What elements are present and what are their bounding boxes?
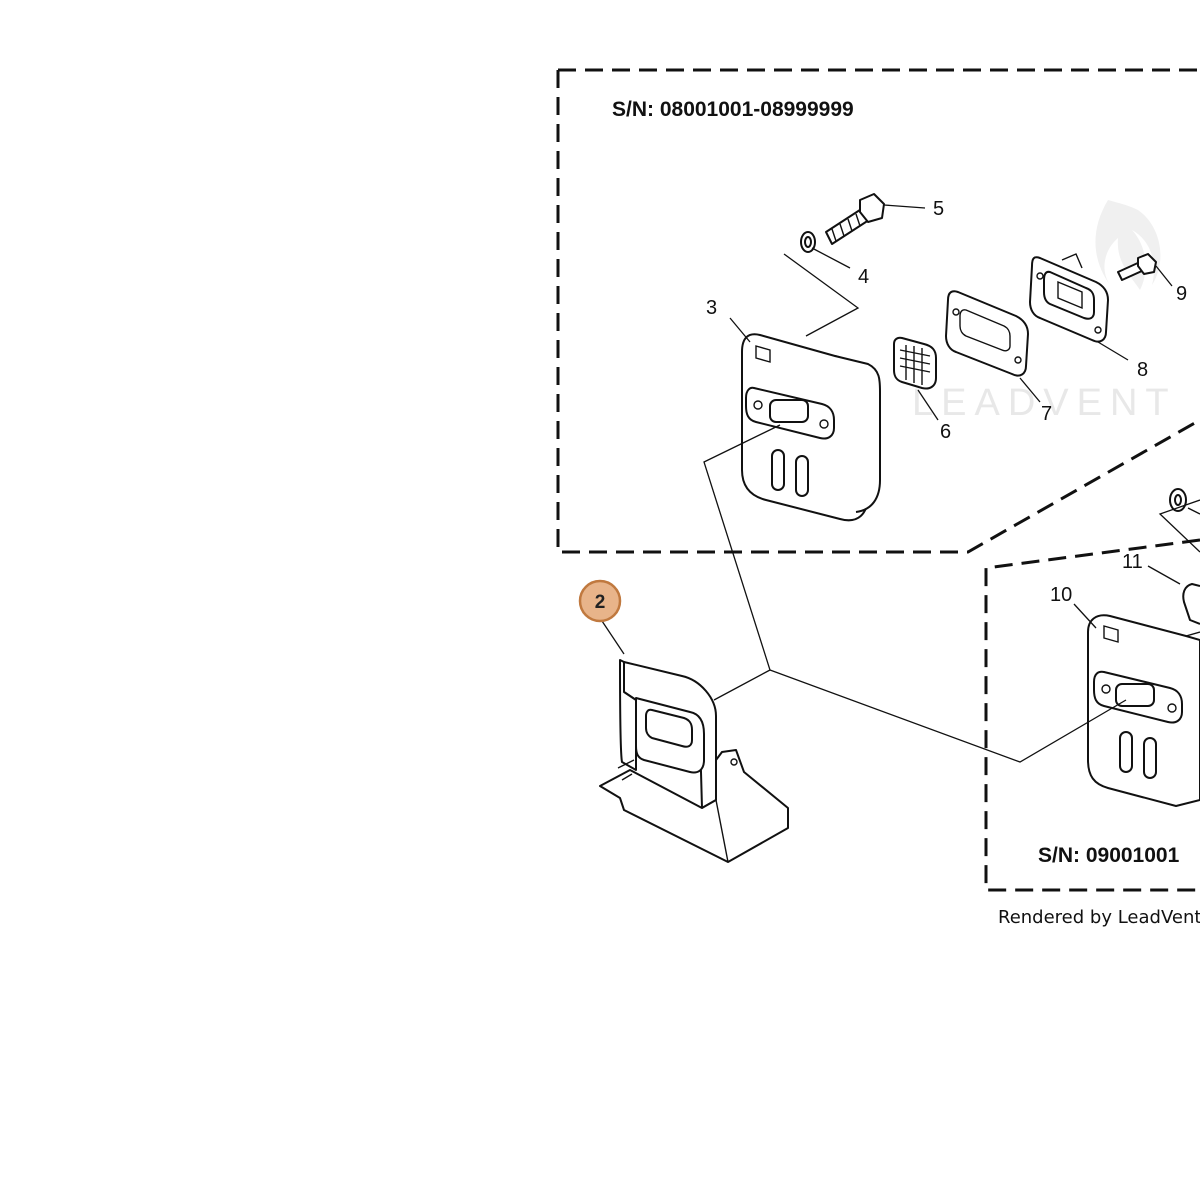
callout-2[interactable]: 2 [595,592,606,613]
muffler-part-10 [1087,614,1200,807]
variant-a-frame [556,68,1200,554]
callout-5[interactable]: 5 [933,198,944,220]
gasket-part-7 [945,290,1029,377]
leader-6 [917,389,939,421]
leader-3 [729,317,751,343]
callout-8[interactable]: 8 [1137,359,1148,381]
variant-a-serial-label: S/N: 08001001-08999999 [612,98,854,121]
gasket-part-11 [1182,583,1200,625]
cover-plate-part-8 [1029,253,1109,343]
leader-2 [599,617,625,655]
leader-4 [811,247,851,269]
callout-2-highlight[interactable]: 2 [578,579,622,623]
leader-8 [1097,341,1129,361]
screw-part-9 [1117,253,1157,281]
washer-part-4 [800,231,816,253]
callout-3[interactable]: 3 [706,297,717,319]
spark-screen-part-6 [893,336,937,390]
leader-11 [1147,565,1181,585]
callout-4[interactable]: 4 [858,266,869,288]
leader-9 [1155,265,1173,287]
leader-variant-b-hardware [1158,499,1200,553]
leader-10 [1073,603,1097,629]
leader-3-to-2 [703,424,781,701]
callout-10[interactable]: 10 [1050,584,1072,606]
callout-6[interactable]: 6 [940,421,951,443]
bolt-part-5 [825,193,885,245]
callout-11[interactable]: 11 [1122,551,1143,573]
render-credit: Rendered by LeadVenture [998,907,1200,928]
variant-b-serial-label: S/N: 09001001 [1038,844,1180,867]
leader-3-group [783,253,860,337]
callout-labels: 5 4 3 6 7 8 9 10 11 [706,198,1187,606]
leader-5 [883,204,926,209]
heat-shield-part-2 [599,659,789,863]
callout-9[interactable]: 9 [1176,283,1187,305]
callout-2-badge[interactable] [578,579,622,623]
leader-10-to-2 [769,669,1127,763]
leader-7 [1019,377,1041,403]
callout-7[interactable]: 7 [1041,403,1052,425]
muffler-part-3 [741,333,881,522]
washer-variant-b [1169,488,1200,515]
watermark-text: LEADVENT [912,382,1177,424]
